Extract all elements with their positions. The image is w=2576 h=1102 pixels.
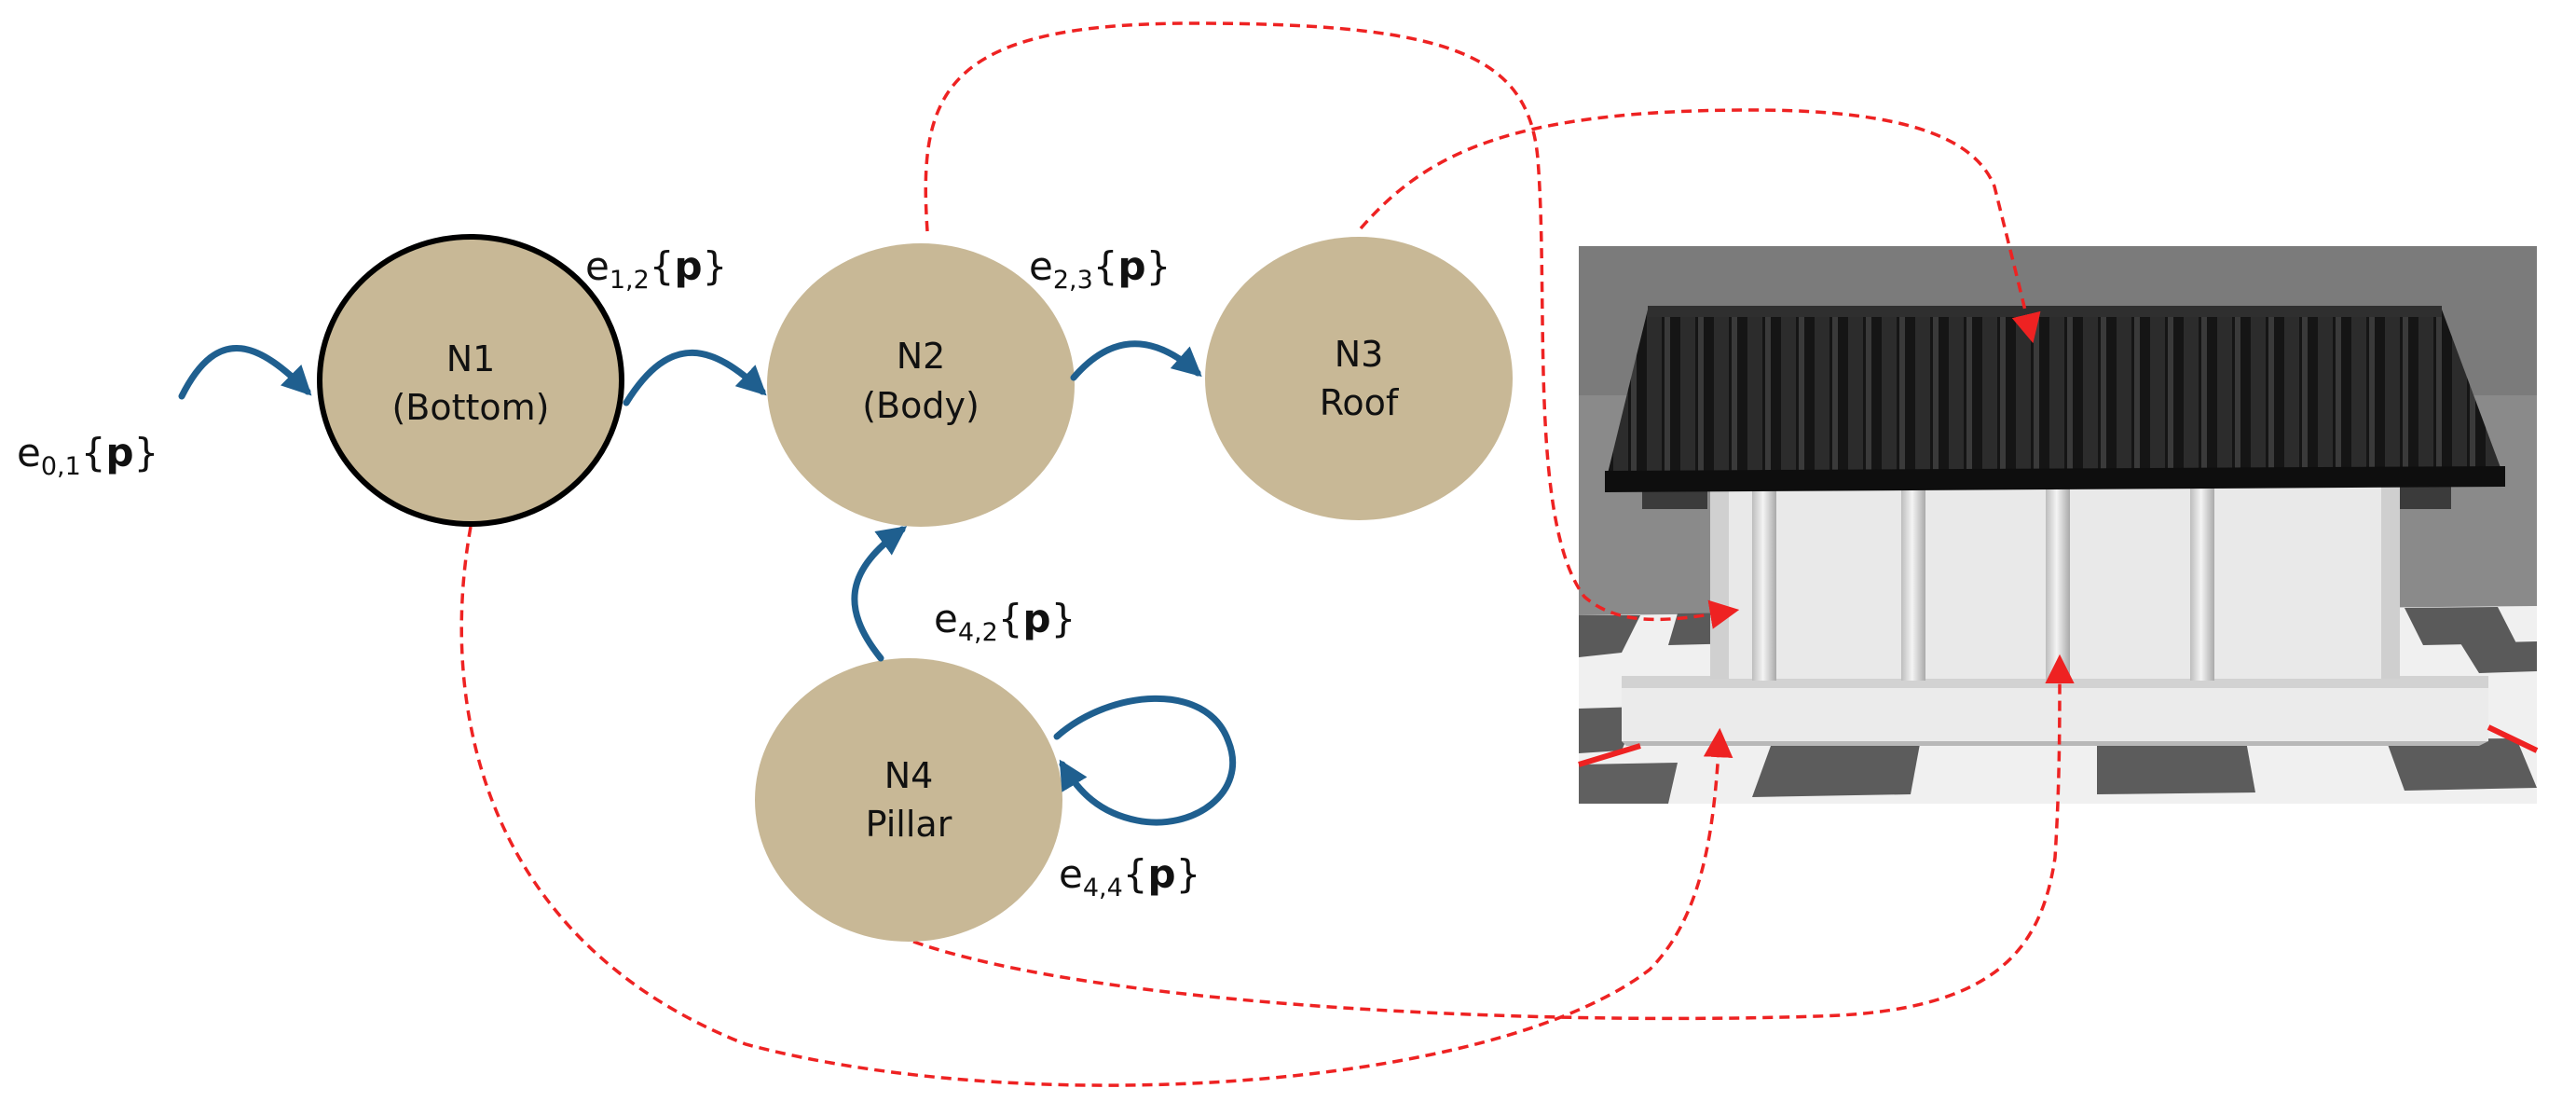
node-n1-id: N1 (446, 338, 496, 379)
house-roof (1605, 306, 2505, 492)
edge-e01-arrow (178, 344, 312, 400)
house-render-image (1578, 246, 2539, 804)
node-n1-circle (317, 234, 624, 527)
mapping-arrow-bottom-to-platform (459, 526, 1733, 1087)
node-n1: N1 (Bottom) (317, 234, 624, 527)
house-platform (1622, 676, 2488, 746)
edge-label-e12: e1,2{p} (585, 243, 727, 295)
edge-e42-arrow (851, 526, 908, 662)
node-n4-name: Pillar (866, 804, 952, 845)
node-n3-circle (1205, 237, 1513, 520)
node-n2-name: (Body) (862, 385, 980, 426)
edge-e12-arrow (623, 350, 767, 406)
edge-label-e23: e2,3{p} (1029, 243, 1171, 295)
node-n4-id: N4 (884, 755, 934, 796)
mapping-arrow-body-to-walls (924, 21, 1740, 629)
graph-edges (178, 340, 1237, 826)
house-pillars (1752, 485, 2214, 681)
node-n2-circle (767, 243, 1075, 527)
edge-e44-loop (1053, 695, 1237, 826)
node-n3: N3 Roof (1205, 237, 1513, 520)
mapping-arrow-roof-to-roof (1359, 108, 2041, 344)
node-n4: N4 Pillar (755, 658, 1062, 942)
edge-label-e01: e0,1{p} (17, 430, 158, 481)
edge-e23-arrow (1070, 340, 1202, 381)
edge-label-e44: e4,4{p} (1059, 851, 1200, 902)
node-n2-id: N2 (897, 336, 946, 377)
mapping-arrows (459, 21, 2075, 1087)
node-n2: N2 (Body) (767, 243, 1075, 527)
node-n3-id: N3 (1335, 334, 1384, 375)
node-n1-name: (Bottom) (391, 387, 549, 428)
node-n3-name: Roof (1320, 382, 1400, 423)
edge-label-e42: e4,2{p} (934, 596, 1076, 647)
node-n4-circle (755, 658, 1062, 942)
mapping-arrow-pillar-to-pillar (912, 654, 2075, 1021)
